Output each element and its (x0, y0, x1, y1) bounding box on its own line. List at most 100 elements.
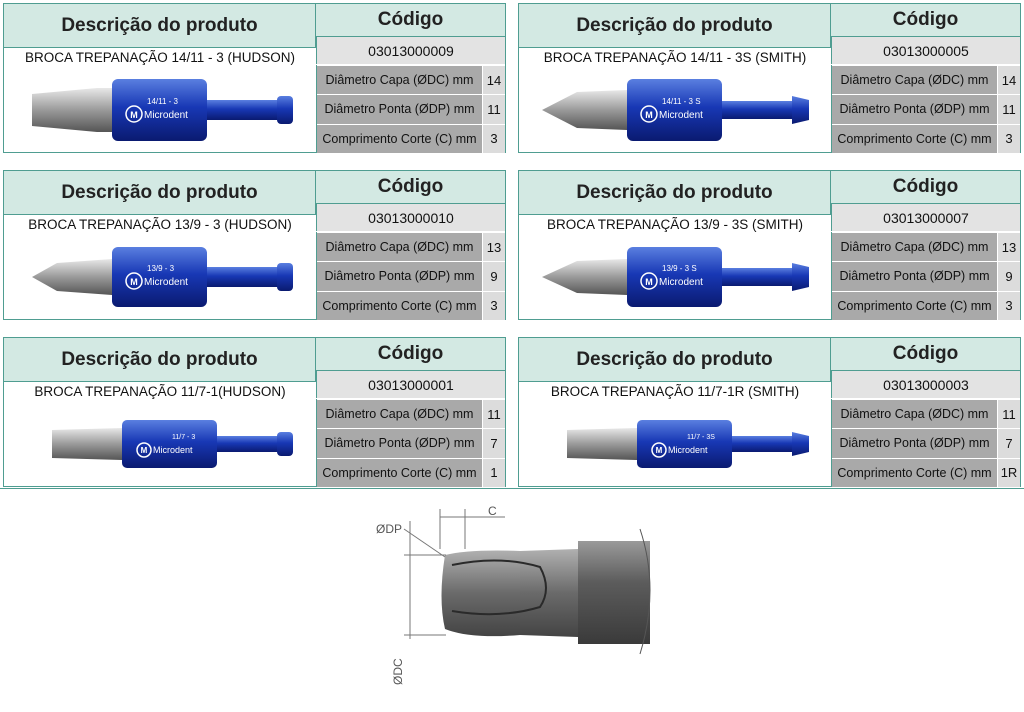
spec-value: 11 (482, 400, 505, 429)
product-name: BROCA TREPANAÇÃO 14/11 - 3S (SMITH) (543, 50, 807, 65)
spec-value: 1 (482, 458, 505, 487)
svg-text:M: M (130, 110, 138, 120)
description-header: Descrição do produto (519, 338, 831, 382)
spec-label: Diâmetro Capa (ØDC) mm (317, 400, 482, 429)
description-header: Descrição do produto (4, 4, 316, 48)
spec-label: Comprimento Corte (C) mm (832, 124, 997, 153)
drill-brand: Microdent (153, 445, 193, 455)
spec-value: 7 (482, 429, 505, 458)
dimension-diagram: ØDP C ØDC (0, 488, 1024, 707)
drill-image: M Microdent 13/9 - 3 (32, 247, 293, 307)
product-name: BROCA TREPANAÇÃO 13/9 - 3S (SMITH) (546, 217, 804, 232)
spec-label: Comprimento Corte (C) mm (832, 458, 997, 487)
drill-marking: 11/7 - 3 (172, 434, 195, 441)
spec-value: 3 (482, 124, 505, 153)
drill-marking: 11/7 - 3S (687, 434, 715, 441)
spec-label: Diâmetro Ponta (ØDP) mm (317, 262, 482, 291)
product-card-5: Descrição do produto Código BROCA TREPAN… (518, 337, 1021, 487)
spec-value: 3 (997, 291, 1020, 320)
drill-brand: Microdent (668, 445, 708, 455)
drill-image: M Microdent 14/11 - 3 S (542, 79, 809, 141)
spec-label: Diâmetro Ponta (ØDP) mm (317, 429, 482, 458)
drill-marking: 14/11 - 3 (147, 97, 179, 106)
product-name: BROCA TREPANAÇÃO 11/7-1R (SMITH) (550, 384, 800, 399)
product-name: BROCA TREPANAÇÃO 13/9 - 3 (HUDSON) (28, 217, 292, 232)
svg-text:M: M (130, 277, 138, 287)
drill-brand: Microdent (144, 277, 188, 288)
drill-marking: 13/9 - 3 S (662, 264, 697, 273)
spec-label: Comprimento Corte (C) mm (317, 124, 482, 153)
spec-value: 14 (482, 66, 505, 95)
spec-value: 9 (997, 262, 1020, 291)
spec-label: Diâmetro Capa (ØDC) mm (317, 233, 482, 262)
spec-label: Diâmetro Capa (ØDC) mm (317, 66, 482, 95)
spec-label: Diâmetro Ponta (ØDP) mm (832, 262, 997, 291)
spec-label: Diâmetro Ponta (ØDP) mm (832, 429, 997, 458)
dp-label: ØDP (376, 522, 402, 536)
drill-marking: 14/11 - 3 S (662, 97, 701, 106)
spec-value: 11 (482, 95, 505, 124)
spec-value: 14 (997, 66, 1020, 95)
drill-brand: Microdent (659, 277, 703, 288)
description-header: Descrição do produto (4, 171, 316, 215)
spec-value: 11 (997, 400, 1020, 429)
product-card-0: Descrição do produto Código BROCA TREPAN… (3, 3, 506, 153)
product-code: 03013000007 (831, 204, 1020, 231)
spec-value: 11 (997, 95, 1020, 124)
spec-label: Diâmetro Capa (ØDC) mm (832, 400, 997, 429)
product-card-2: Descrição do produto Código BROCA TREPAN… (3, 170, 506, 320)
drill-dimension-drawing: ØDP C ØDC (376, 504, 651, 685)
svg-text:M: M (141, 446, 148, 455)
code-header: Código (316, 338, 505, 371)
description-header: Descrição do produto (519, 4, 831, 48)
description-header: Descrição do produto (4, 338, 316, 382)
spec-label: Diâmetro Ponta (ØDP) mm (832, 95, 997, 124)
spec-value: 13 (482, 233, 505, 262)
code-header: Código (316, 171, 505, 204)
product-code: 03013000001 (316, 371, 505, 398)
drill-image: M Microdent 11/7 - 3S (567, 420, 809, 468)
code-header: Código (831, 171, 1020, 204)
code-header: Código (831, 4, 1020, 37)
drill-brand: Microdent (659, 110, 703, 121)
spec-value: 13 (997, 233, 1020, 262)
spec-value: 9 (482, 262, 505, 291)
spec-value: 7 (997, 429, 1020, 458)
spec-value: 3 (997, 124, 1020, 153)
svg-text:M: M (656, 446, 663, 455)
spec-value: 3 (482, 291, 505, 320)
spec-label: Diâmetro Ponta (ØDP) mm (317, 95, 482, 124)
product-card-1: Descrição do produto Código BROCA TREPAN… (518, 3, 1021, 153)
product-name: BROCA TREPANAÇÃO 11/7-1(HUDSON) (34, 384, 286, 399)
description-header: Descrição do produto (519, 171, 831, 215)
dc-label: ØDC (391, 658, 405, 685)
svg-text:M: M (645, 277, 653, 287)
spec-label: Comprimento Corte (C) mm (832, 291, 997, 320)
spec-label: Comprimento Corte (C) mm (317, 291, 482, 320)
product-code: 03013000009 (316, 37, 505, 64)
drill-image: M Microdent 11/7 - 3 (52, 420, 293, 468)
spec-label: Diâmetro Capa (ØDC) mm (832, 233, 997, 262)
